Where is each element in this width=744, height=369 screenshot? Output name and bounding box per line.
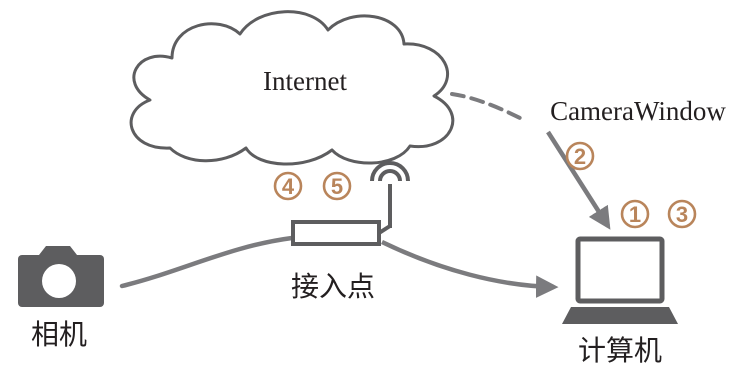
camerawindow-label: CameraWindow: [550, 96, 726, 126]
internet-label: Internet: [263, 66, 347, 96]
step-marker-2: 2: [565, 141, 595, 171]
camerawindow-arrow: [546, 130, 611, 230]
svg-text:4: 4: [282, 174, 295, 199]
step-marker-1: 1: [620, 199, 650, 229]
router-icon: [291, 161, 410, 246]
svg-text:2: 2: [574, 144, 586, 169]
step-marker-5: 5: [322, 171, 352, 201]
camera-label: 相机: [31, 318, 87, 351]
svg-text:5: 5: [331, 174, 343, 199]
internet-link-dashed: [450, 92, 522, 120]
svg-text:3: 3: [676, 202, 688, 227]
step-marker-4: 4: [273, 171, 303, 201]
camera-icon: [18, 246, 104, 307]
ap-to-computer-arrow: [381, 239, 559, 298]
step-marker-3: 3: [667, 199, 697, 229]
laptop-icon: [562, 236, 678, 324]
camera-to-ap-link: [119, 235, 295, 289]
svg-text:1: 1: [629, 202, 641, 227]
cloud-icon: [129, 10, 455, 166]
computer-label: 计算机: [578, 334, 662, 367]
access-point-label: 接入点: [291, 270, 375, 303]
